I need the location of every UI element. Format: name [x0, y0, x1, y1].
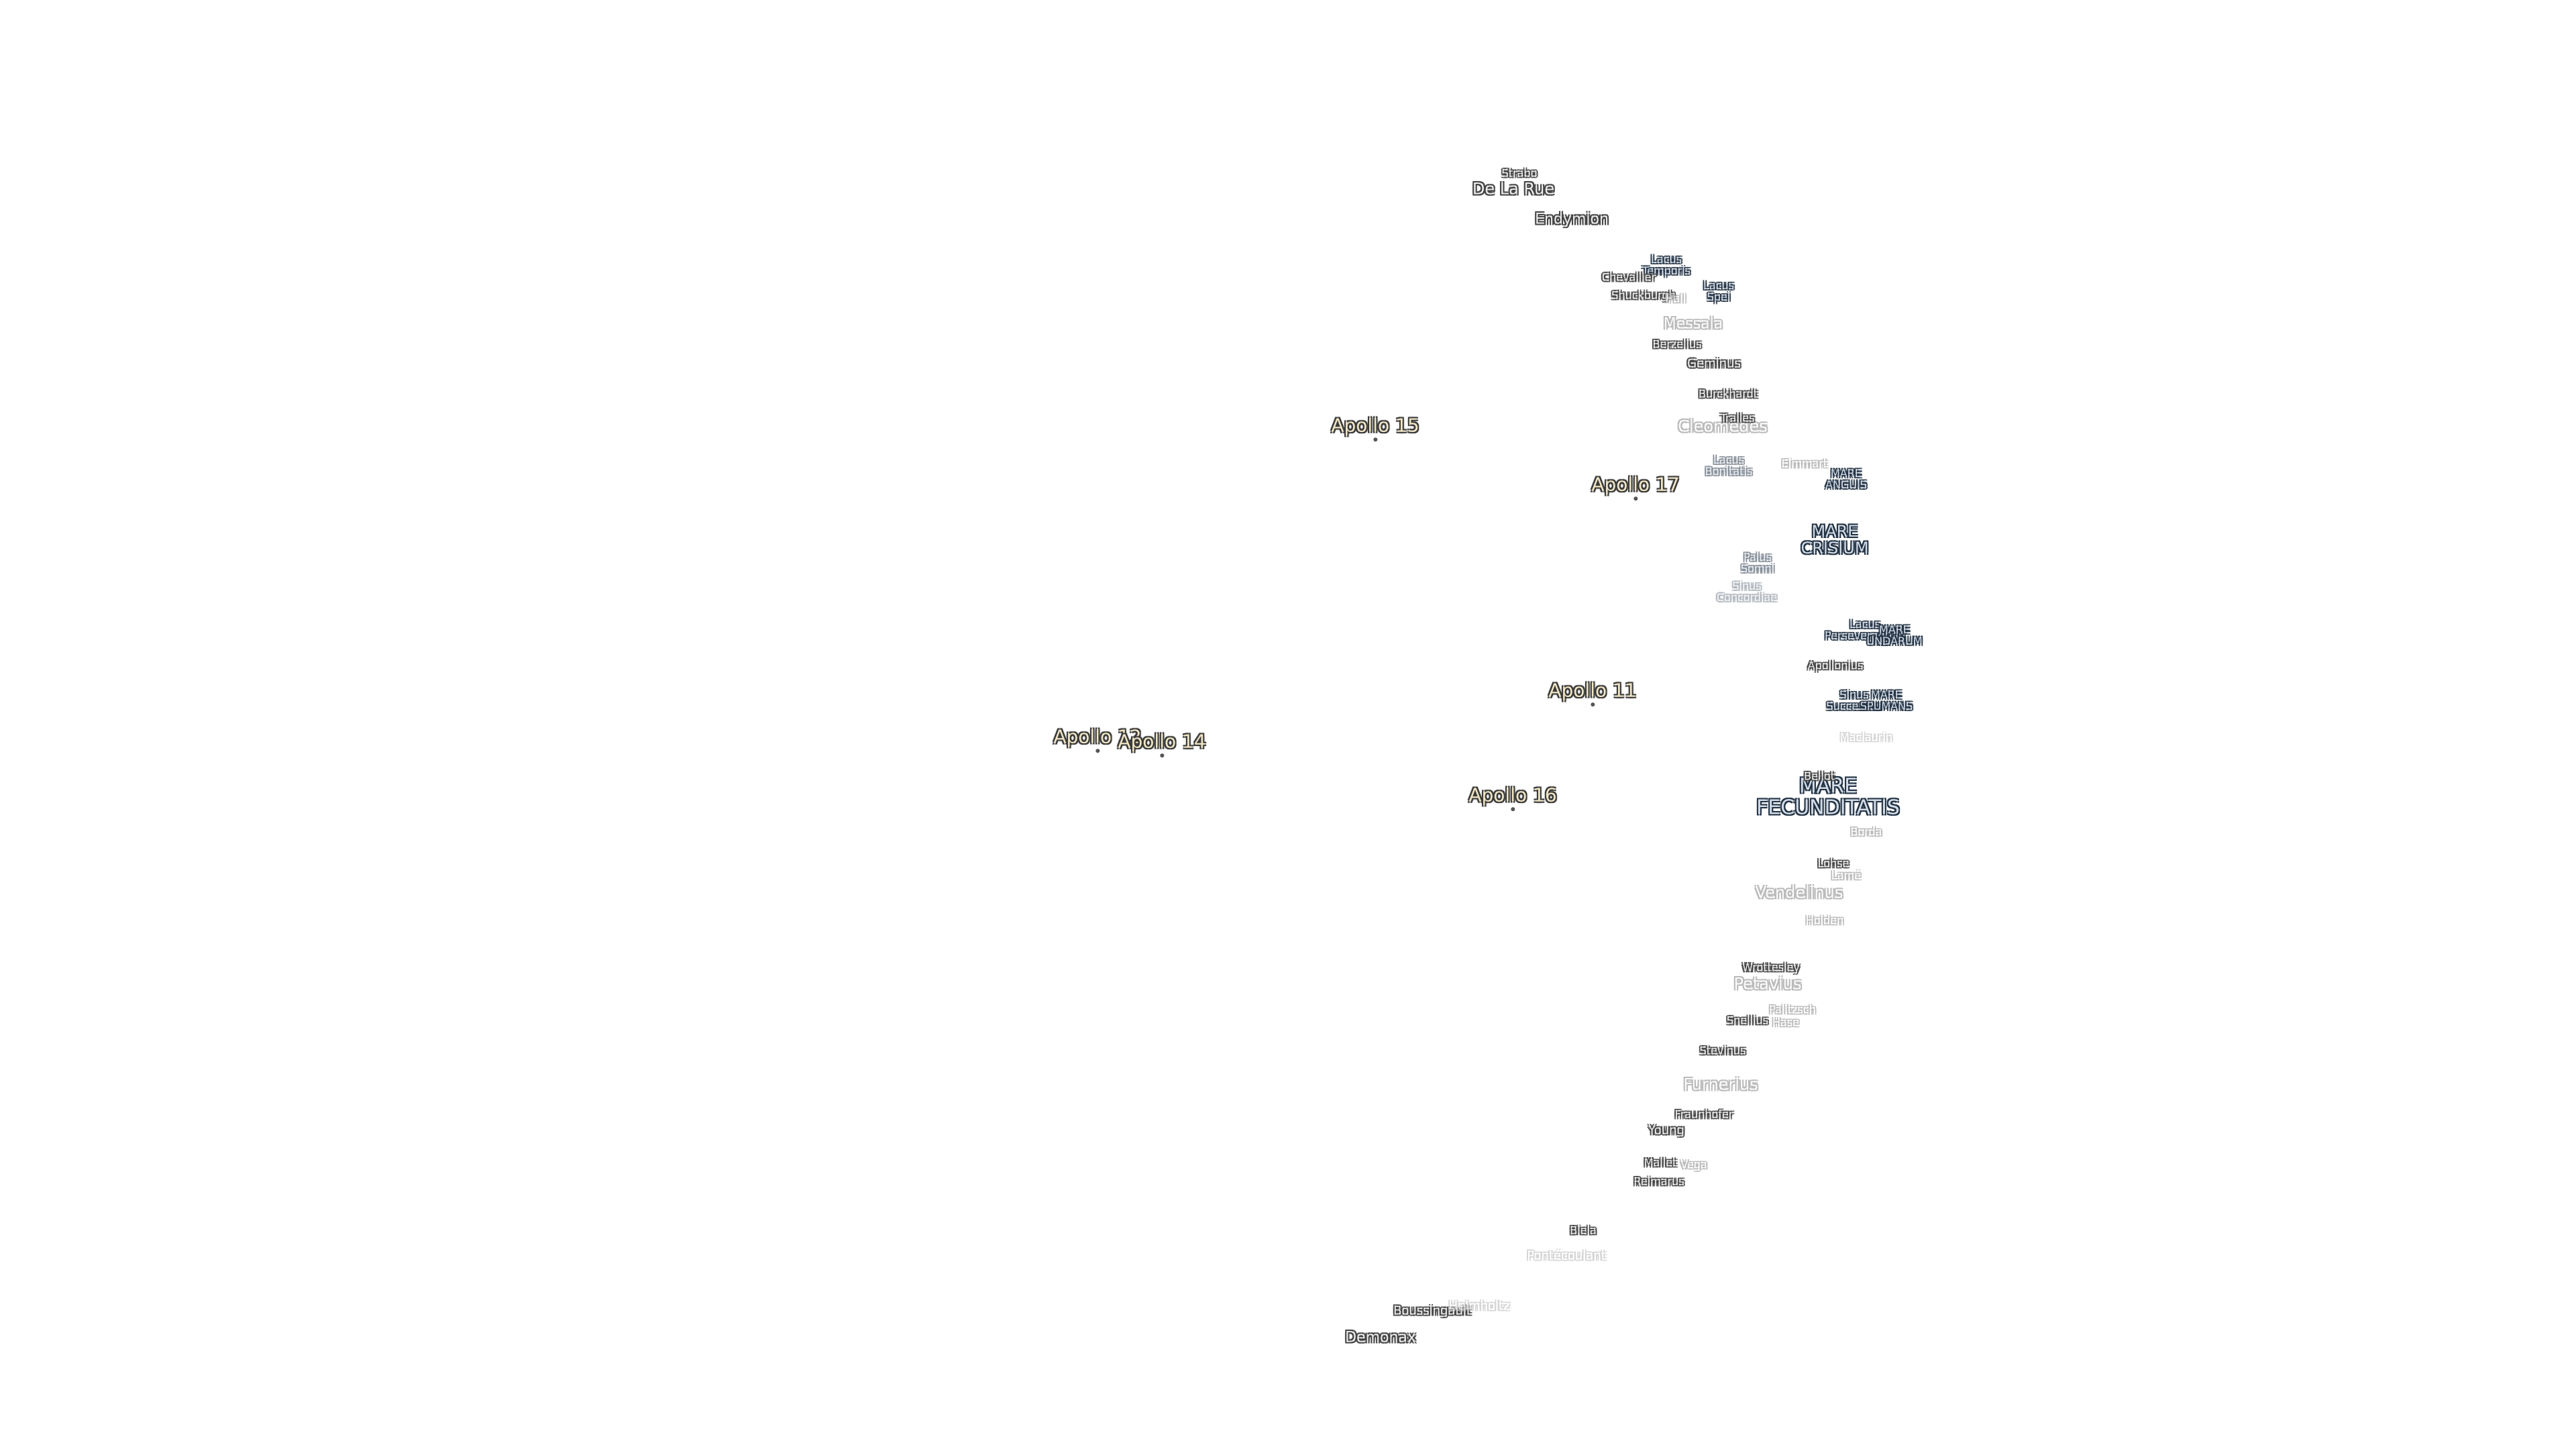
label-hall: Hall: [1665, 292, 1686, 305]
label-messala: Messala: [1663, 315, 1723, 333]
label-apollo-14: Apollo 14: [1118, 731, 1206, 758]
label-furnerius: Furnerius: [1683, 1075, 1758, 1094]
label-borda: Borda: [1850, 825, 1882, 839]
label-endymion: Endymion: [1535, 211, 1609, 228]
label-apollo-16: Apollo 16: [1468, 785, 1557, 812]
landing-site-marker: [1633, 496, 1638, 501]
label-hase: Hase: [1772, 1016, 1800, 1029]
landing-site-marker: [1591, 702, 1595, 707]
label-chevallier: Chevallier: [1601, 270, 1656, 284]
label-fraunhofer: Fraunhofer: [1674, 1108, 1733, 1121]
label-young: Young: [1648, 1123, 1684, 1138]
label-mare-crisium: MARE CRISIUM: [1801, 521, 1869, 557]
label-lacus-spei: Lacus Spei: [1703, 279, 1734, 303]
label-berzelius: Berzelius: [1652, 337, 1702, 351]
label-lacus-bonitatis: Lacus Bonitatis: [1705, 453, 1753, 478]
label-shuckburgh: Shuckburgh: [1611, 288, 1676, 302]
label-palitzsch: Palitzsch: [1769, 1003, 1816, 1016]
label-lame: Lamé: [1831, 869, 1862, 882]
label-wrottesley: Wrottesley: [1742, 961, 1800, 974]
label-helmholtz: Helmholtz: [1448, 1299, 1510, 1313]
label-strabo: Strabo: [1501, 166, 1538, 180]
label-petavius: Petavius: [1733, 974, 1802, 994]
label-lacus-perseverantiae: Lacus Perseverantiae: [1825, 618, 1905, 642]
label-maclaurin: Maclaurin: [1840, 731, 1892, 744]
label-vega: Vega: [1680, 1158, 1707, 1171]
label-lohse: Lohse: [1817, 857, 1849, 870]
label-sinus-concordiae: Sinus Concordiae: [1716, 580, 1778, 604]
label-mare-anguis: MARE ANGUIS: [1825, 467, 1867, 491]
label-mare-undarum: MARE UNDARUM: [1866, 623, 1923, 647]
label-burckhardt: Burckhardt: [1698, 387, 1758, 400]
label-demonax: Demonax: [1345, 1329, 1416, 1346]
label-mallet: Mallet: [1644, 1156, 1677, 1169]
landing-site-marker: [1511, 807, 1515, 812]
label-de-la-rue: De La Rue: [1472, 179, 1555, 199]
label-sinus-successus: Sinus Successus: [1826, 688, 1882, 712]
label-reimarus: Reimarus: [1633, 1175, 1684, 1188]
label-eimmart: Eimmart: [1781, 457, 1828, 470]
label-apollo-12: Apollo 12: [1053, 727, 1142, 753]
label-palus-somni: Palus Somni: [1740, 551, 1775, 575]
landing-site-marker: [1095, 749, 1099, 753]
label-snellius: Snellius: [1727, 1014, 1768, 1027]
label-bellot: Bellot: [1804, 769, 1835, 783]
landing-site-marker: [1373, 437, 1377, 442]
label-biela: Biela: [1570, 1224, 1597, 1237]
label-cleomedes: Cleomedes: [1678, 417, 1768, 436]
label-pontecoulant: Pontécoulant: [1527, 1248, 1606, 1263]
label-lacus-temporis: Lacus Temporis: [1642, 253, 1690, 277]
label-holden: Holden: [1805, 914, 1844, 927]
label-apollo-11: Apollo 11: [1548, 680, 1637, 707]
label-mare-spumans: MARE SPUMANS: [1860, 688, 1913, 712]
landing-site-marker: [1160, 753, 1164, 758]
label-apollonius: Apollonius: [1807, 659, 1864, 672]
label-tralles: Tralles: [1720, 411, 1755, 425]
label-mare-fecunditatis: MARE FECUNDITATIS: [1756, 774, 1900, 819]
label-vendelinus: Vendelinus: [1755, 883, 1843, 902]
label-stevinus: Stevinus: [1699, 1044, 1746, 1057]
label-geminus: Geminus: [1687, 356, 1741, 371]
label-apollo-15: Apollo 15: [1331, 415, 1419, 442]
label-apollo-17: Apollo 17: [1591, 474, 1680, 501]
label-boussingault: Boussingault: [1393, 1303, 1471, 1318]
